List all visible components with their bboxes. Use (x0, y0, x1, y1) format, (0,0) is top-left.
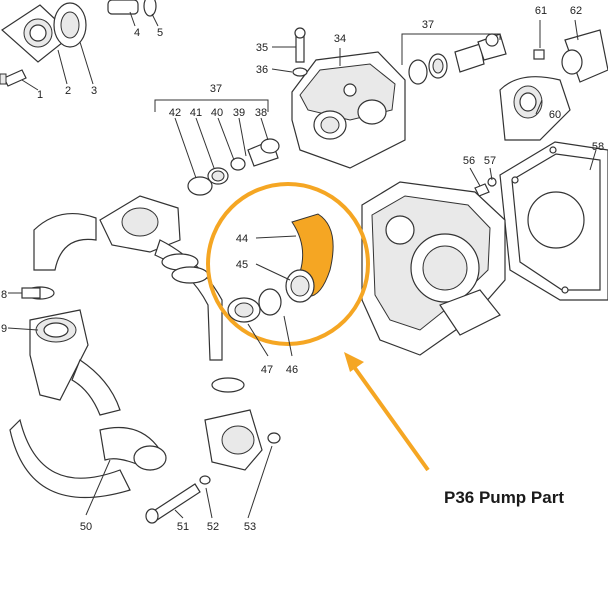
flange-assembly (0, 0, 157, 87)
highlighted-part-44 (206, 182, 370, 346)
pump-body (361, 181, 506, 356)
label-35: 35 (256, 42, 268, 54)
highlight-circle (206, 182, 370, 346)
label-1: 1 (37, 89, 43, 101)
label-2: 2 (65, 85, 71, 97)
label-37-left: 37 (210, 83, 222, 95)
label-5: 5 (157, 27, 163, 39)
label-40: 40 (211, 107, 223, 119)
label-9: 9 (1, 323, 7, 335)
label-50: 50 (80, 521, 92, 533)
label-60: 60 (549, 109, 561, 121)
label-37-top: 37 (422, 19, 434, 31)
valve-stack-upper (408, 33, 507, 85)
label-53: 53 (244, 521, 256, 533)
label-62: 62 (570, 5, 582, 17)
label-38: 38 (255, 107, 267, 119)
label-61: 61 (535, 5, 547, 17)
elbow-assembly-right (499, 29, 608, 141)
label-3: 3 (91, 85, 97, 97)
pump-head (291, 27, 406, 169)
gasket-plate (499, 141, 608, 301)
long-bolt (145, 432, 281, 524)
label-47: 47 (261, 364, 273, 376)
label-58: 58 (592, 141, 604, 153)
part-labels: 1 2 3 4 5 8 9 34 35 36 37 37 38 39 40 41… (1, 5, 604, 533)
caption-label: P36 Pump Part (444, 488, 564, 507)
label-44: 44 (236, 233, 248, 245)
label-34: 34 (334, 33, 346, 45)
label-39: 39 (233, 107, 245, 119)
label-8: 8 (1, 289, 7, 301)
bolt-pair (474, 177, 497, 197)
label-41: 41 (190, 107, 202, 119)
label-51: 51 (177, 521, 189, 533)
leader-lines (7, 11, 597, 519)
label-4: 4 (134, 27, 140, 39)
label-36: 36 (256, 64, 268, 76)
label-46: 46 (286, 364, 298, 376)
label-45: 45 (236, 259, 248, 271)
label-57: 57 (484, 155, 496, 167)
label-56: 56 (463, 155, 475, 167)
valve-stack-left (187, 138, 280, 196)
label-42: 42 (169, 107, 181, 119)
callout-arrow (344, 352, 430, 472)
manifold-piping (9, 195, 263, 498)
label-52: 52 (207, 521, 219, 533)
